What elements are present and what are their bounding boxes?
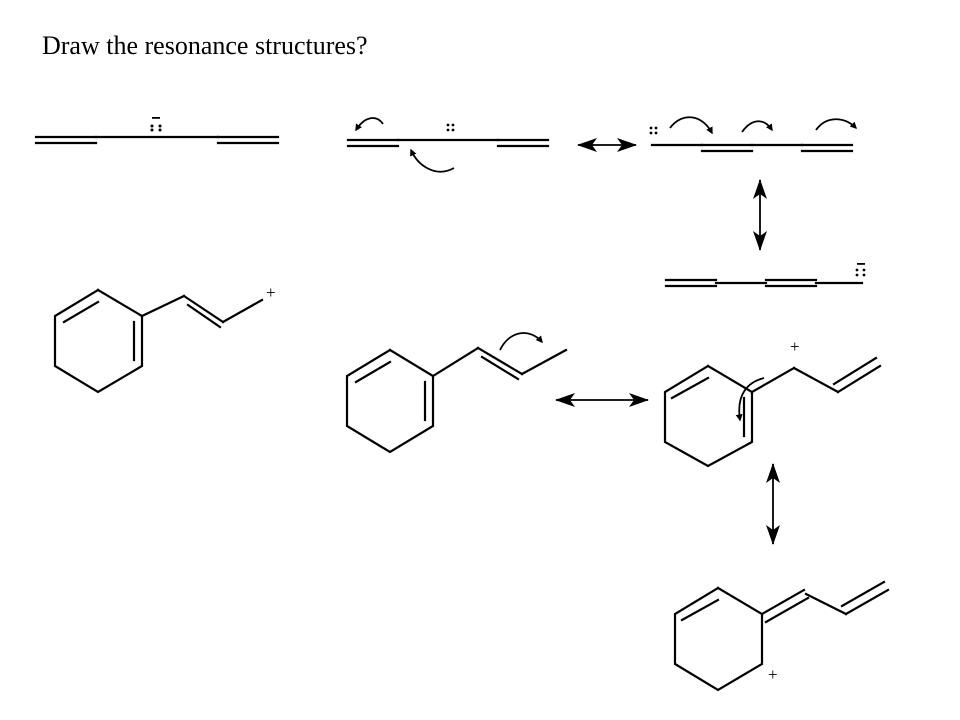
curved-arrow xyxy=(815,118,857,131)
curved-arrow xyxy=(355,117,384,132)
allyl-cation-question: + xyxy=(53,283,276,394)
pentadienyl-anion-form-a xyxy=(346,117,550,173)
curved-arrow xyxy=(741,120,773,133)
curved-arrow xyxy=(410,148,455,173)
curved-arrow xyxy=(735,377,765,422)
lone-pair-with-charge xyxy=(855,263,866,277)
allyl-cation-form-c: + xyxy=(673,580,890,692)
pentadienyl-anion-question xyxy=(34,117,280,145)
lone-pair-with-charge xyxy=(150,117,162,132)
curved-arrow xyxy=(499,332,543,351)
pentadienyl-anion-form-b xyxy=(649,116,857,153)
positive-charge: + xyxy=(266,283,276,302)
allyl-cation-form-b: + xyxy=(663,337,882,468)
pentadienyl-anion-form-c xyxy=(664,263,866,288)
allyl-cation-form-a xyxy=(345,332,568,454)
lone-pair xyxy=(446,123,455,132)
curved-arrow xyxy=(669,116,713,135)
positive-charge: + xyxy=(768,665,778,684)
positive-charge: + xyxy=(790,337,800,356)
question-title: Draw the resonance structures? xyxy=(42,31,368,60)
lone-pair xyxy=(649,126,658,135)
